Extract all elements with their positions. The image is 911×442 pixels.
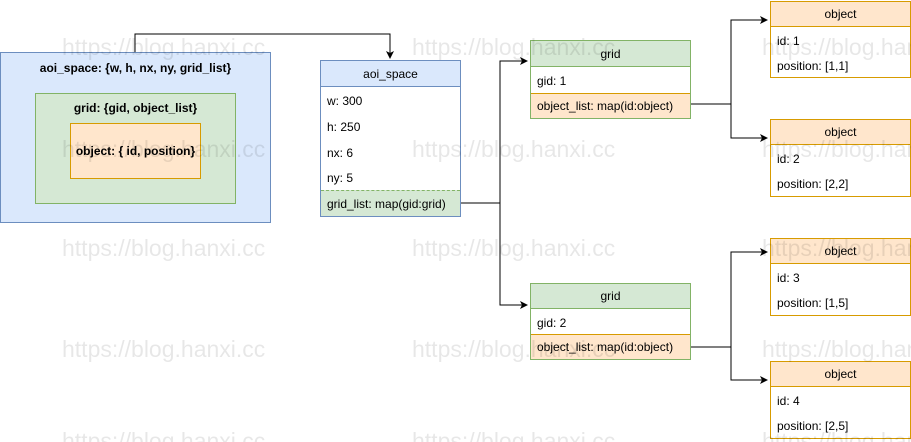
grid-1-field-object-list: object_list: map(id:object) [531, 93, 690, 118]
grid-table-2: grid gid: 2 object_list: map(id:object) [530, 283, 691, 360]
grid-table-1: grid gid: 1 object_list: map(id:object) [530, 40, 691, 119]
grid2-to-object3-arrow [691, 248, 768, 348]
legend-object-label: object: { id, position} [75, 144, 196, 158]
aoi-to-grid1-arrow [461, 57, 528, 204]
grid-1-title: grid [600, 46, 621, 61]
grid2-to-object4-arrow [730, 347, 768, 384]
object-1-field-id: id: 1 [777, 33, 800, 48]
grid-1-field-gid: gid: 1 [537, 73, 567, 88]
object-4-field-position: position: [2,5] [777, 418, 849, 433]
object-4-title: object [824, 367, 857, 381]
object-3-title: object [824, 244, 857, 258]
legend-grid-label: grid: {gid, object_list} [73, 101, 198, 115]
aoi-space-header: aoi_space [321, 61, 460, 87]
grid-2-field-object-list: object_list: map(id:object) [531, 334, 690, 359]
object-1-header: object [771, 2, 910, 27]
aoi-space-field-ny: ny: 5 [327, 171, 354, 185]
object-2-field-id: id: 2 [777, 151, 800, 166]
grid-2-title: grid [600, 289, 621, 303]
grid-2-header: grid [531, 284, 690, 309]
object-table-2: object id: 2 position: [2,2] [770, 119, 911, 197]
object-2-field-position: position: [2,2] [777, 176, 849, 191]
grid-2-field-gid: gid: 2 [537, 315, 567, 330]
grid-1-header: grid [531, 41, 690, 67]
object-table-4: object id: 4 position: [2,5] [770, 361, 911, 439]
grid1-to-object2-arrow [730, 104, 768, 142]
object-3-field-position: position: [1,5] [777, 295, 849, 310]
object-table-1: object id: 1 position: [1,1] [770, 1, 911, 78]
aoi-to-grid2-arrow [499, 203, 528, 309]
object-3-field-id: id: 3 [777, 270, 800, 285]
aoi-space-title: aoi_space [363, 66, 418, 81]
aoi-space-table: aoi_space w: 300 h: 250 nx: 6 ny: 5 grid… [320, 60, 461, 217]
object-4-field-id: id: 4 [777, 393, 800, 408]
aoi-space-field-h: h: 250 [327, 120, 361, 134]
object-2-title: object [824, 125, 857, 139]
object-4-header: object [771, 362, 910, 387]
legend-to-aoi-arrow [134, 33, 394, 59]
object-2-header: object [771, 120, 910, 145]
object-table-3: object id: 3 position: [1,5] [770, 238, 911, 316]
legend-aoi-space-label: aoi_space: {w, h, nx, ny, grid_list} [39, 61, 232, 75]
object-1-field-position: position: [1,1] [777, 58, 849, 73]
object-3-header: object [771, 239, 910, 264]
legend-object-box: object: { id, position} [70, 123, 201, 179]
grid1-to-object1-arrow [691, 16, 768, 105]
aoi-space-field-w: w: 300 [327, 94, 363, 108]
object-1-title: object [824, 7, 857, 21]
aoi-space-field-grid-list: grid_list: map(gid:grid) [321, 190, 460, 216]
aoi-space-field-nx: nx: 6 [327, 146, 354, 160]
